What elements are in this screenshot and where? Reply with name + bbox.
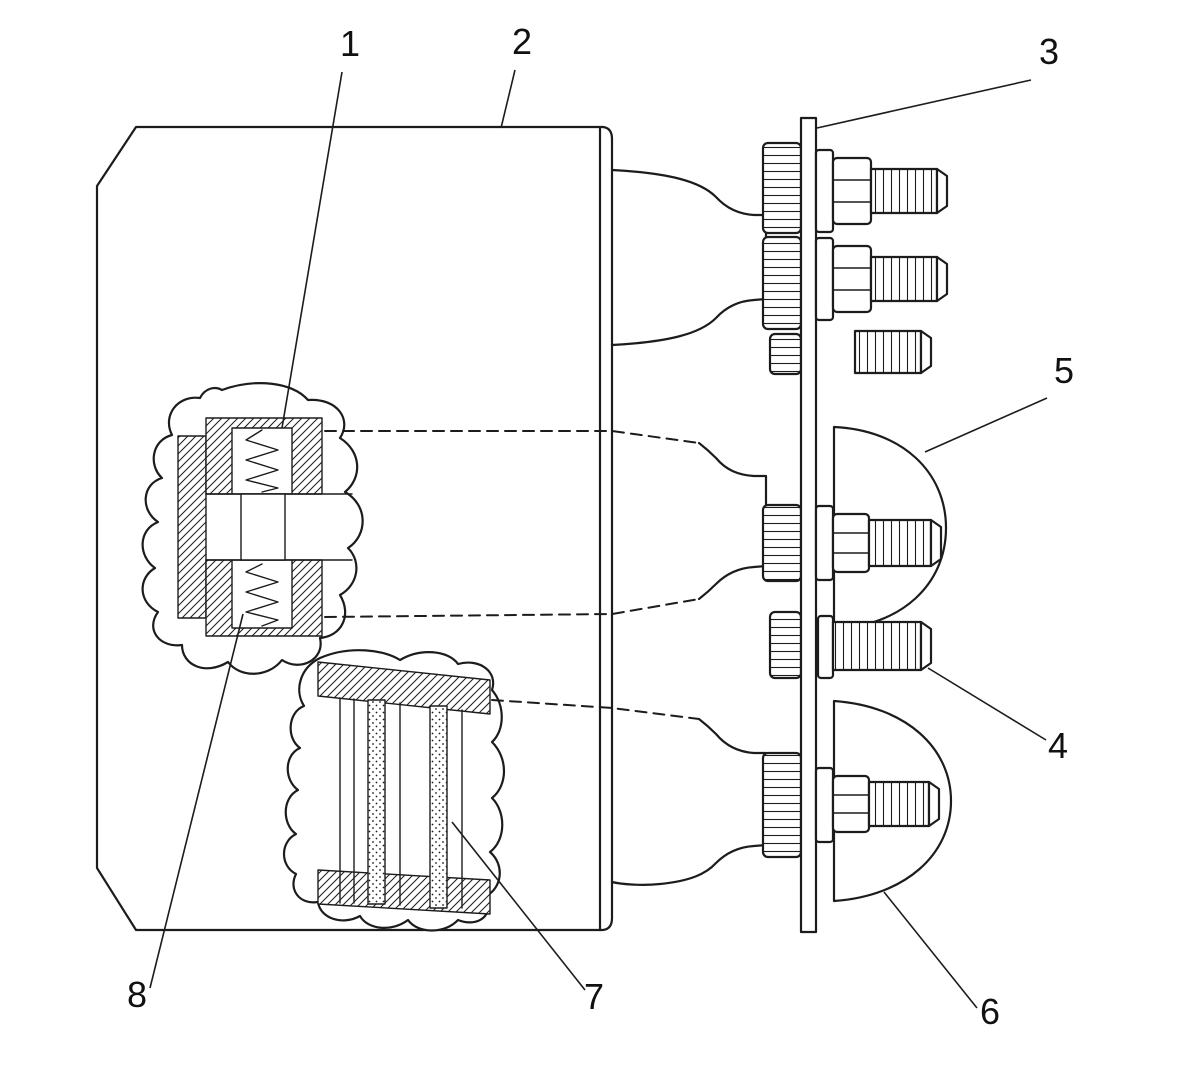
bolt-tip <box>935 255 949 303</box>
washer-stack-middle <box>761 503 803 583</box>
bottom-injector-outline <box>610 717 768 886</box>
top-injector-outline <box>610 168 768 347</box>
bolt-flange <box>816 614 835 680</box>
washer-stack-bottom <box>761 751 803 859</box>
label-6: 6 <box>980 991 1000 1032</box>
valve-left-wall-hatch <box>177 435 207 619</box>
bolt-head <box>831 774 871 834</box>
leader-line-4 <box>927 667 1047 741</box>
washer-stacks <box>761 141 803 859</box>
bore-channel-1 <box>367 699 386 905</box>
bolt-tip <box>919 620 933 672</box>
leader-line-3 <box>816 79 1032 129</box>
label-3: 3 <box>1039 31 1059 72</box>
bolt-shaft-threaded <box>869 255 939 303</box>
upper-spring <box>245 429 279 493</box>
bolt-flange <box>814 148 835 234</box>
bolt-flange <box>814 766 835 844</box>
washer-stack-top-a <box>761 141 803 235</box>
bolt-top-3-partial <box>853 329 933 375</box>
leader-line-5 <box>924 397 1048 453</box>
bolt-tip <box>935 167 949 215</box>
mounting-plate <box>799 116 818 934</box>
leader-line-7 <box>451 821 586 991</box>
bolt-middle <box>814 504 943 582</box>
bore-channel-2 <box>429 705 448 909</box>
bolt-head <box>831 512 871 574</box>
bolt-bottom <box>814 766 941 844</box>
leader-lines <box>149 69 1048 1009</box>
hidden-edge-lower <box>491 699 700 720</box>
bolt-head <box>831 156 873 226</box>
bolt-shaft-threaded <box>853 329 923 375</box>
label-4: 4 <box>1048 725 1068 766</box>
bolt-top-2 <box>814 236 949 322</box>
reference-labels: 1 2 3 5 4 6 7 8 <box>127 21 1074 1032</box>
middle-injector-outline <box>697 441 768 601</box>
block-right-face-line <box>598 125 614 932</box>
bolt-shaft-threaded <box>831 620 923 672</box>
hidden-edge-upper <box>324 430 700 444</box>
washer-stack-middle-b <box>768 610 803 680</box>
leader-line-8 <box>149 613 244 989</box>
leader-line-2 <box>500 69 516 129</box>
bolt-shaft-threaded <box>867 780 931 828</box>
bolt-lower-middle <box>816 614 933 680</box>
bolt-top-1 <box>814 148 949 234</box>
hidden-edges <box>324 430 700 720</box>
label-1: 1 <box>340 23 360 64</box>
washer-stack-top-c <box>768 332 803 376</box>
lower-spring <box>245 563 279 627</box>
hidden-edge-middle <box>324 598 700 618</box>
bolt-tip <box>919 329 933 375</box>
bolt-shaft-threaded <box>869 167 939 215</box>
bore-cutaway <box>282 649 505 932</box>
label-8: 8 <box>127 974 147 1015</box>
valve-cutaway <box>141 382 364 675</box>
bolt-tip <box>927 780 941 828</box>
valve-piston <box>240 493 286 561</box>
bore-break-outline <box>282 649 505 932</box>
bore-top-hatch-band <box>317 661 491 715</box>
injector-necks <box>610 168 768 886</box>
label-2: 2 <box>512 21 532 62</box>
bolt-tip <box>929 518 943 568</box>
leader-line-6 <box>883 891 978 1009</box>
bolt-head <box>831 244 873 314</box>
bolt-flange <box>814 236 835 322</box>
leader-line-1 <box>281 71 343 429</box>
label-7: 7 <box>584 976 604 1017</box>
bolt-flange <box>814 504 835 582</box>
washer-stack-top-b <box>761 235 803 331</box>
bolt-shaft-threaded <box>867 518 933 568</box>
label-5: 5 <box>1054 350 1074 391</box>
